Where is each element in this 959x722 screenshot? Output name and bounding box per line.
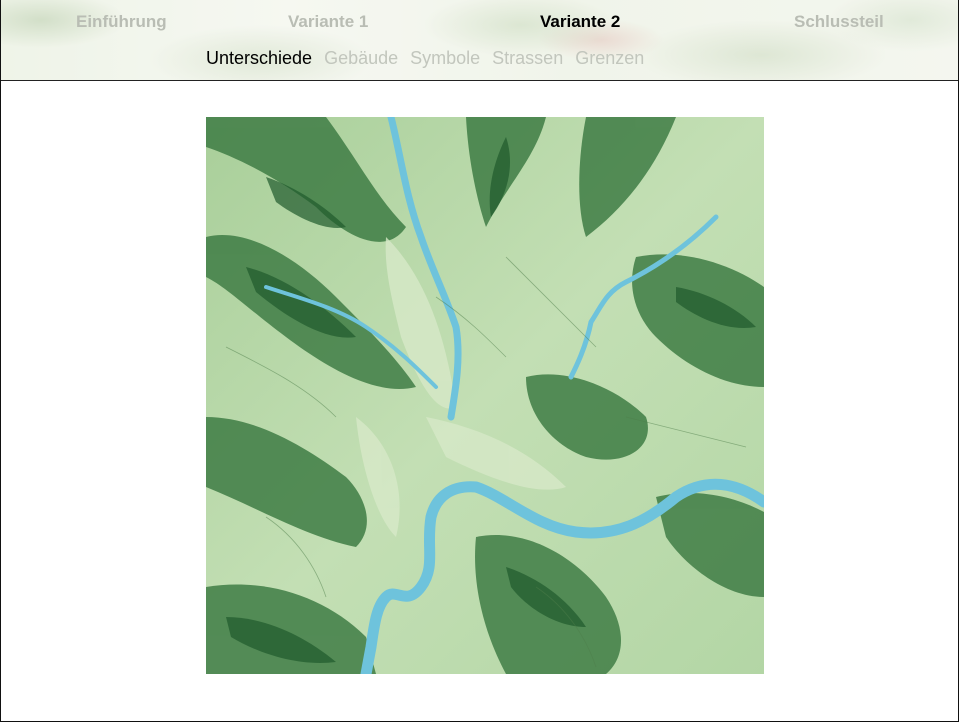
tab-schlussteil[interactable]: Schlussteil bbox=[794, 12, 884, 31]
tab-variante-2[interactable]: Variante 2 bbox=[540, 12, 621, 31]
subtab-strassen[interactable]: Strassen bbox=[492, 48, 564, 68]
nav-sub: Unterschiede Gebäude Symbole Strassen Gr… bbox=[206, 48, 644, 69]
subtab-unterschiede[interactable]: Unterschiede bbox=[206, 48, 313, 68]
tab-einfuehrung[interactable]: Einführung bbox=[76, 12, 167, 31]
tab-variante-1[interactable]: Variante 1 bbox=[288, 12, 369, 31]
subtab-gebaeude[interactable]: Gebäude bbox=[324, 48, 399, 68]
subtab-grenzen[interactable]: Grenzen bbox=[575, 48, 645, 68]
map-graphic bbox=[206, 117, 764, 674]
topographic-map-image bbox=[206, 117, 764, 674]
nav-top: Einführung Variante 1 Variante 2 Schluss… bbox=[1, 12, 958, 36]
header: Einführung Variante 1 Variante 2 Schluss… bbox=[1, 0, 958, 81]
subtab-symbole[interactable]: Symbole bbox=[410, 48, 481, 68]
